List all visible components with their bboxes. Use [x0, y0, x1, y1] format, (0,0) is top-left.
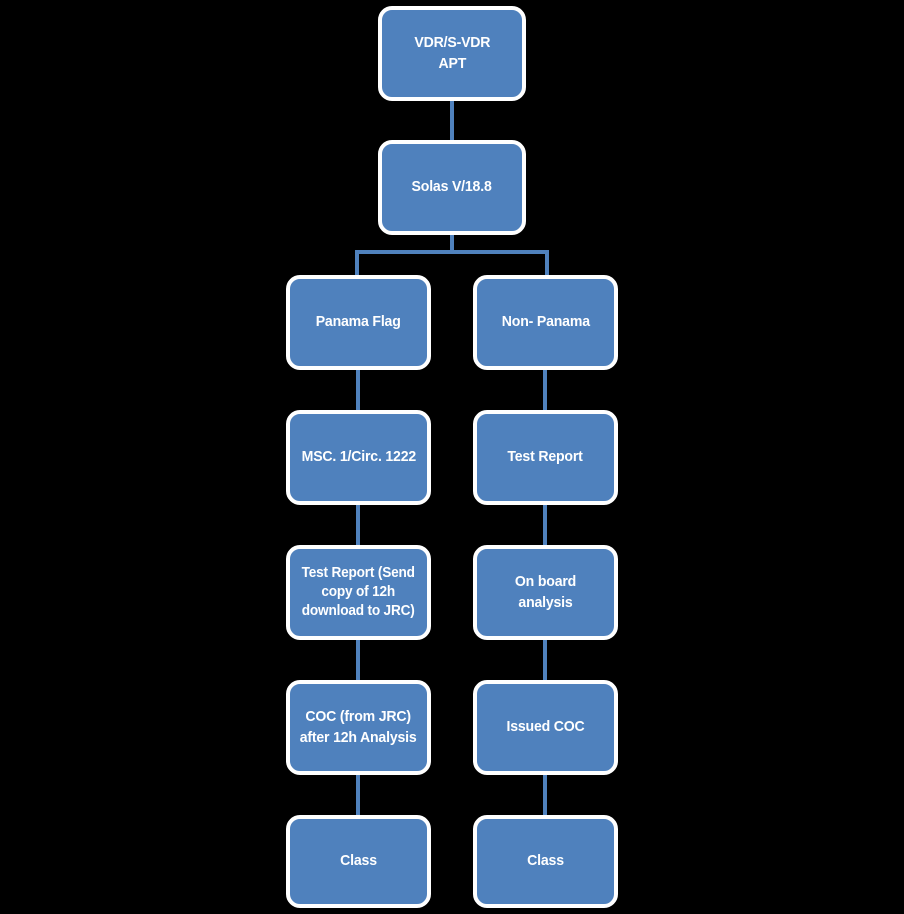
flow-node-label-non-panama: Non- Panama: [501, 313, 590, 331]
connector-solas-stem: [450, 232, 454, 254]
flow-node-label-on-board: On board analysis: [514, 573, 577, 611]
flow-node-label-class-left: Class: [340, 852, 377, 870]
flow-node-label-panama-flag: Panama Flag: [316, 313, 401, 331]
flow-node-label-msc-circ: MSC. 1/Circ. 1222: [301, 448, 416, 466]
flow-node-label-root: VDR/S-VDR APT: [414, 34, 490, 72]
connector-nonpanama-to-report: [543, 367, 547, 413]
flow-node-issued-coc[interactable]: Issued COC: [473, 680, 618, 775]
flow-node-label-issued-coc: Issued COC: [506, 718, 585, 736]
connector-testreport-to-coc: [356, 637, 360, 683]
connector-split-drop-left: [355, 250, 359, 278]
flow-node-label-test-report-r: Test Report: [507, 448, 584, 466]
flow-node-test-report-l[interactable]: Test Report (Send copy of 12h download t…: [286, 545, 431, 640]
connector-onboard-to-coc: [543, 637, 547, 683]
flow-node-test-report-r[interactable]: Test Report: [473, 410, 618, 505]
connector-panama-to-msc: [356, 367, 360, 413]
connector-root-to-solas: [450, 98, 454, 144]
flow-node-non-panama[interactable]: Non- Panama: [473, 275, 618, 370]
flow-node-class-right[interactable]: Class: [473, 815, 618, 908]
connector-report-to-onboard: [543, 502, 547, 548]
flow-node-label-test-report-l: Test Report (Send copy of 12h download t…: [301, 565, 416, 619]
connector-coc-to-class-right: [543, 772, 547, 818]
flow-node-label-coc-jrc: COC (from JRC) after 12h Analysis: [300, 708, 417, 746]
flow-node-on-board[interactable]: On board analysis: [473, 545, 618, 640]
connector-split-drop-right: [545, 250, 549, 278]
flow-node-label-class-right: Class: [527, 852, 564, 870]
flow-node-msc-circ[interactable]: MSC. 1/Circ. 1222: [286, 410, 431, 505]
flow-node-label-solas: Solas V/18.8: [411, 178, 493, 196]
connector-split-bar: [355, 250, 549, 254]
connector-msc-to-testreport: [356, 502, 360, 548]
flow-node-panama-flag[interactable]: Panama Flag: [286, 275, 431, 370]
connector-coc-to-class-left: [356, 772, 360, 818]
flow-node-solas[interactable]: Solas V/18.8: [378, 140, 526, 235]
flow-node-class-left[interactable]: Class: [286, 815, 431, 908]
flow-node-root[interactable]: VDR/S-VDR APT: [378, 6, 526, 101]
flow-node-coc-jrc[interactable]: COC (from JRC) after 12h Analysis: [286, 680, 431, 775]
